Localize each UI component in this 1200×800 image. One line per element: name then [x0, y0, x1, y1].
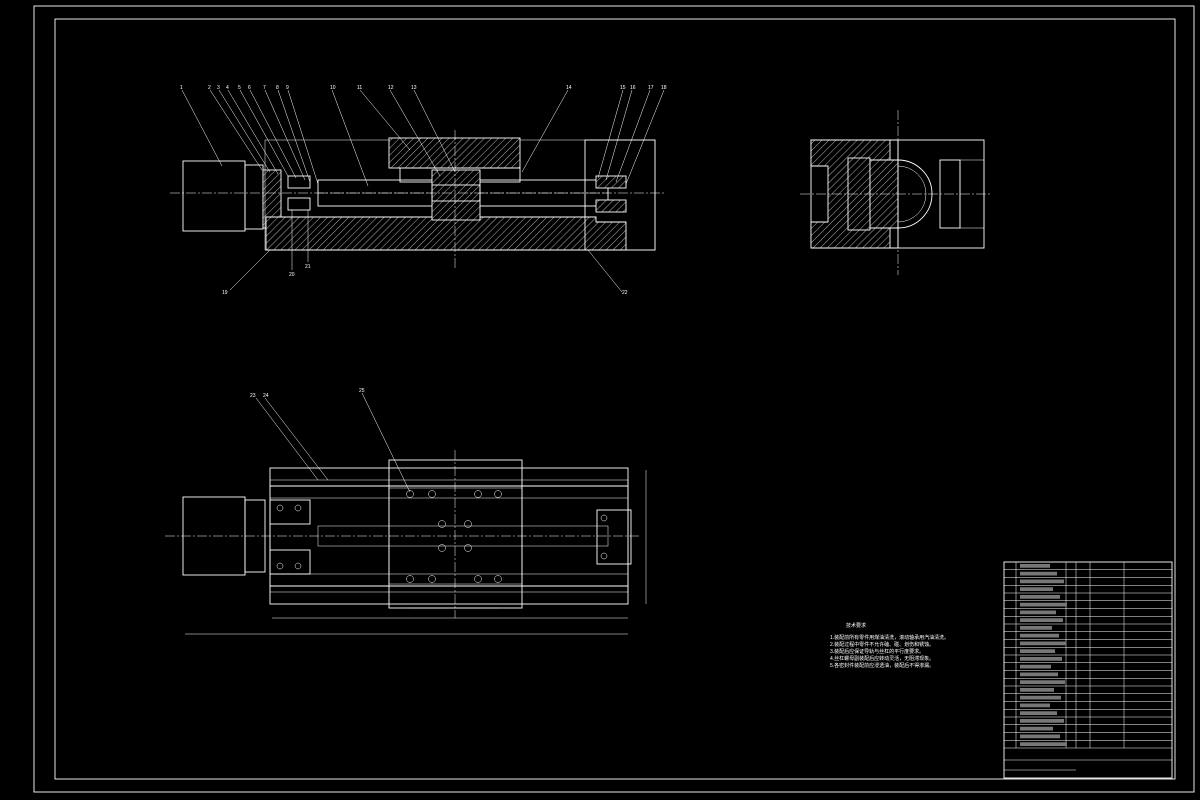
note-line: 1.装配前所有零件用煤油清洗，滚动轴承用汽油清洗。 — [830, 634, 949, 641]
front-section-view — [170, 89, 665, 293]
callout-label: 1 — [180, 85, 183, 91]
title-block-text-mark — [1020, 688, 1054, 692]
title-block-text-mark — [1020, 649, 1055, 653]
callout-label: 8 — [276, 85, 279, 91]
front-callouts: 1 2 3 4 5 6 7 8 9 10 11 12 13 14 15 16 1… — [180, 85, 667, 296]
title-block-text-mark — [1020, 564, 1050, 568]
title-block-text-mark — [1020, 734, 1060, 739]
title-block-text-mark — [1020, 595, 1060, 599]
callout-label: 25 — [359, 388, 365, 394]
note-line: 5.各密封件装配前应浸透油，装配后不得渗漏。 — [830, 662, 934, 669]
callout-label: 5 — [238, 85, 241, 91]
callout-label: 13 — [411, 85, 417, 91]
title-block-text-mark — [1020, 579, 1064, 584]
technical-notes: 技术要求 1.装配前所有零件用煤油清洗，滚动轴承用汽油清洗。 2.装配过程中零件… — [830, 622, 949, 669]
callout-label: 4 — [226, 85, 229, 91]
callout-label: 17 — [648, 85, 654, 91]
callout-label: 18 — [661, 85, 667, 91]
title-block-text-mark — [1020, 703, 1050, 708]
title-block-text-mark — [1020, 602, 1067, 607]
callout-label: 11 — [357, 85, 362, 91]
title-block-text-mark — [1020, 726, 1053, 731]
base-body — [265, 216, 627, 251]
bolt-holes — [276, 490, 608, 583]
side-section-view — [800, 110, 990, 275]
callout-label: 15 — [620, 85, 626, 91]
callout-label: 22 — [622, 290, 628, 296]
note-line: 3.装配后应保证导轨与丝杠的平行度要求。 — [830, 648, 924, 655]
callout-label: 20 — [289, 272, 295, 278]
callout-label: 9 — [286, 85, 289, 91]
title-block — [1003, 561, 1173, 779]
title-block-text-mark — [1020, 571, 1057, 576]
callout-label: 6 — [248, 85, 251, 91]
callout-label: 14 — [566, 85, 572, 91]
title-block-text-mark — [1020, 711, 1057, 715]
callout-label: 3 — [217, 85, 220, 91]
sheet-border-outer — [33, 5, 1195, 793]
callout-label: 7 — [263, 85, 266, 91]
callout-label: 23 — [250, 393, 256, 399]
callout-label: 10 — [330, 85, 336, 91]
callout-label: 19 — [222, 290, 228, 296]
motor — [182, 160, 246, 232]
title-block-text-mark — [1020, 633, 1059, 638]
title-block-text-mark — [1020, 719, 1064, 723]
title-block-text-mark — [1020, 657, 1062, 661]
title-block-text-mark — [1020, 672, 1058, 677]
title-block-text-mark — [1020, 742, 1067, 746]
plan-callouts: 23 24 25 — [250, 388, 365, 399]
sheet-border-inner — [54, 18, 1176, 780]
note-line: 2.装配过程中零件不允许磕、碰、划伤和锈蚀。 — [830, 641, 934, 648]
callout-label: 2 — [208, 85, 211, 91]
plan-view — [165, 392, 647, 635]
callout-label: 16 — [630, 85, 636, 91]
title-block-text-mark — [1020, 587, 1053, 591]
title-block-text-mark — [1020, 664, 1051, 669]
callout-label: 21 — [305, 264, 311, 270]
title-block-text-mark — [1020, 610, 1056, 615]
title-block-text-mark — [1020, 695, 1061, 700]
carriage-block — [388, 137, 521, 169]
title-block-text-mark — [1020, 626, 1052, 630]
title-block-text-mark — [1020, 641, 1066, 646]
ball-nut — [431, 169, 481, 221]
callout-label: 12 — [388, 85, 394, 91]
title-block-text-mark — [1020, 680, 1065, 684]
title-block-text-mark — [1020, 618, 1063, 622]
callout-label: 24 — [263, 393, 269, 399]
note-line: 4.丝杠螺母副装配后应转动灵活，无阻滞现象。 — [830, 655, 934, 662]
notes-heading: 技术要求 — [846, 622, 866, 629]
